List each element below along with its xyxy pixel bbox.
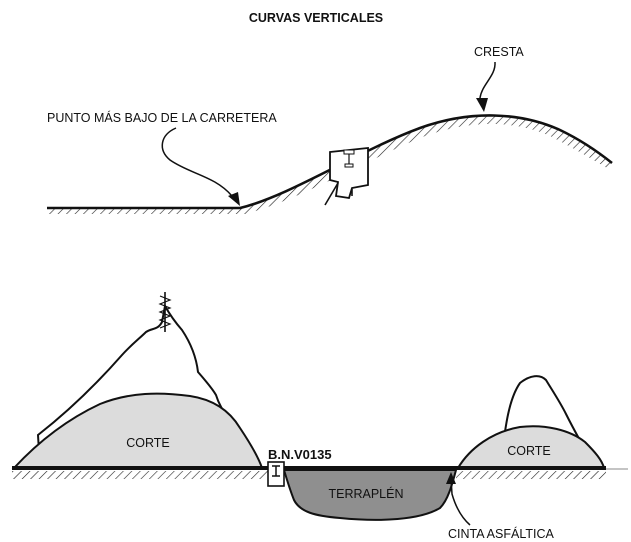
- low-point-arrow: [161, 127, 240, 206]
- road-profile: [47, 114, 613, 214]
- sign-post-block: [324, 147, 369, 206]
- right-cut-label: CORTE: [507, 444, 551, 458]
- ground-hatch-right: [456, 471, 606, 479]
- left-cut-area: [11, 392, 264, 469]
- ground-hatch-left: [12, 471, 270, 479]
- benchmark-label: B.N.V0135: [268, 447, 332, 462]
- asphalt-arrow: [446, 472, 471, 526]
- left-cut-label: CORTE: [126, 436, 170, 450]
- right-cut-area: [456, 425, 606, 469]
- fill-embankment-area: [282, 469, 458, 521]
- crest-arrow: [476, 61, 496, 112]
- antenna-tower-icon: [158, 292, 172, 332]
- crest-label: CRESTA: [474, 45, 524, 59]
- benchmark-marker-icon: [267, 461, 285, 487]
- low-point-label: PUNTO MÁS BAJO DE LA CARRETERA: [47, 110, 277, 125]
- road-profile-line: [47, 114, 613, 210]
- fill-label: TERRAPLÉN: [328, 486, 403, 501]
- diagram-title: CURVAS VERTICALES: [249, 11, 383, 25]
- asphalt-label: CINTA ASFÁLTICA: [448, 526, 554, 541]
